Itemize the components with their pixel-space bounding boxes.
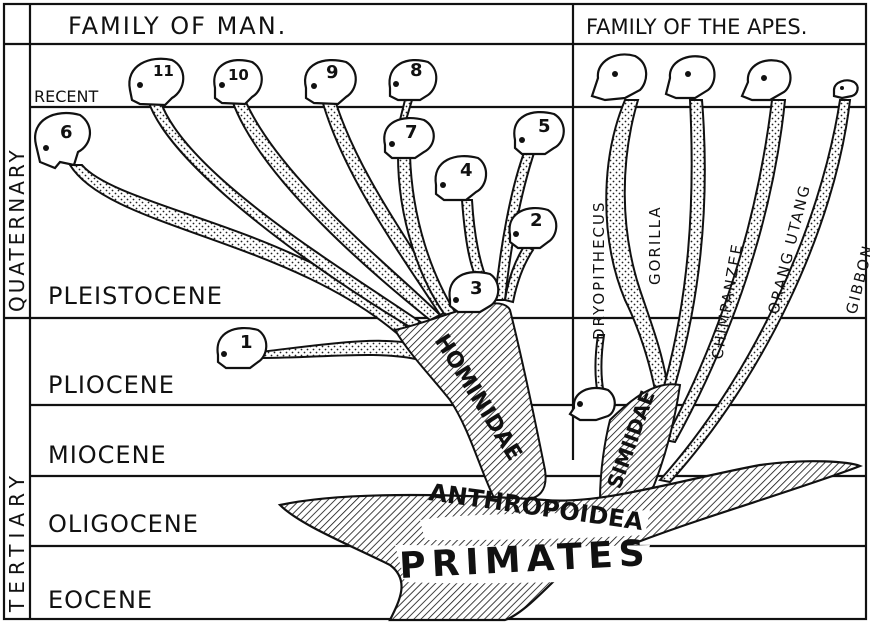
skull-dryopithecus (570, 388, 615, 420)
svg-text:11: 11 (153, 62, 174, 80)
epoch-oligocene: OLIGOCENE (48, 510, 199, 538)
skull-1: 1 (218, 328, 267, 368)
svg-text:3: 3 (470, 278, 483, 299)
skull-3: 3 (450, 272, 499, 312)
skull-11: 11 (129, 59, 183, 105)
skull-8: 8 (390, 60, 437, 100)
epoch-pleistocene: PLEISTOCENE (48, 282, 223, 310)
svg-text:2: 2 (530, 210, 543, 231)
skull-7: 7 (384, 118, 433, 158)
svg-text:5: 5 (538, 116, 551, 137)
epoch-eocene: EOCENE (48, 586, 153, 614)
svg-text:4: 4 (460, 160, 473, 181)
header-family-of-apes: FAMILY OF THE APES. (586, 15, 807, 39)
label-chimpanzee: CHIMPANZEE (708, 241, 746, 360)
label-dryopithecus: DRYOPITHECUS (590, 200, 608, 340)
epoch-miocene: MIOCENE (48, 441, 167, 469)
epoch-pliocene: PLIOCENE (48, 371, 175, 399)
header-family-of-man: FAMILY OF MAN. (68, 12, 287, 40)
skull-gorilla (592, 54, 646, 100)
branch-1 (260, 341, 420, 360)
svg-text:10: 10 (228, 66, 249, 84)
skull-chimpanzee (666, 56, 715, 98)
branch-dryopithecus (595, 335, 604, 395)
label-gorilla: GORILLA (646, 205, 664, 285)
skull-gibbon (834, 80, 858, 98)
skull-10: 10 (214, 60, 261, 104)
period-tertiary: TERTIARY (5, 470, 29, 613)
skull-5: 5 (514, 112, 563, 154)
svg-text:7: 7 (405, 122, 418, 143)
period-quaternary: QUATERNARY (5, 147, 29, 312)
svg-text:1: 1 (240, 332, 253, 353)
epoch-recent: RECENT (34, 87, 98, 106)
svg-text:8: 8 (410, 60, 423, 81)
skull-orang-utang (742, 60, 791, 100)
svg-text:6: 6 (60, 122, 73, 143)
skull-6: 6 (35, 113, 90, 168)
branch-chimpanzee (660, 100, 705, 402)
skull-4: 4 (436, 156, 487, 200)
skull-9: 9 (305, 60, 356, 104)
skull-2: 2 (510, 208, 557, 248)
svg-text:9: 9 (326, 62, 339, 83)
